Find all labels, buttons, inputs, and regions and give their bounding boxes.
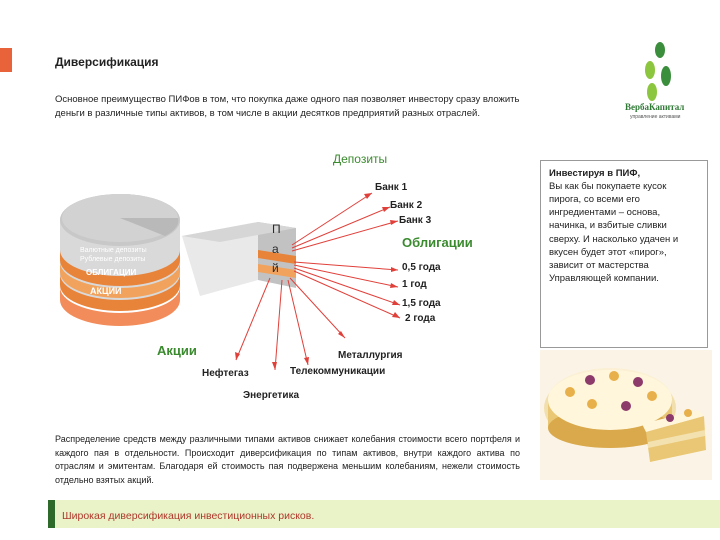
stock-sector: Телекоммуникации: [290, 366, 386, 377]
intro-text: Основное преимущество ПИФов в том, что п…: [55, 94, 520, 119]
cake-image: [540, 350, 712, 480]
pie-chart-graphic: [60, 194, 296, 326]
pie-layer-label: АКЦИИ: [90, 286, 122, 296]
stock-sector: Нефтегаз: [202, 368, 249, 379]
footer-conclusion: Широкая диверсификация инвестиционных ри…: [62, 510, 315, 522]
diversification-explanation: Распределение средств между различными т…: [55, 434, 520, 485]
logo-name: ВербаКапитал: [625, 102, 685, 112]
pie-layer-label: ОБЛИГАЦИИ: [86, 268, 137, 277]
deposits-heading: Депозиты: [333, 152, 388, 166]
title-accent-bar: [0, 48, 12, 72]
bond-item: 1 год: [402, 279, 427, 290]
stock-sector: Энергетика: [243, 390, 300, 401]
diagram-arrows: [235, 192, 401, 371]
pie-slice-letter: й: [272, 261, 279, 275]
slide-title: Диверсификация: [55, 55, 159, 69]
bonds-heading: Облигации: [402, 235, 473, 250]
pie-layer-label: Рублевые депозиты: [80, 256, 146, 263]
pie-analogy-text: Вы как бы покупаете кусок пирога, со все…: [549, 181, 679, 284]
deposit-item: Банк 2: [390, 200, 423, 211]
stock-sector: Металлургия: [338, 350, 403, 361]
pie-slice-letter: П: [272, 222, 281, 236]
deposit-item: Банк 1: [375, 182, 408, 193]
pie-layer-label: Валютные депозиты: [80, 247, 147, 254]
footer-bar: [55, 500, 720, 528]
pie-analogy-title: Инвестируя в ПИФ,: [549, 168, 641, 179]
pie-analogy-box: Инвестируя в ПИФ, Вы как бы покупаете ку…: [540, 160, 708, 348]
company-logo: [645, 42, 671, 101]
bond-item: 0,5 года: [402, 262, 441, 273]
stocks-heading: Акции: [157, 343, 197, 358]
bond-item: 2 года: [405, 313, 436, 324]
bond-item: 1,5 года: [402, 298, 441, 309]
footer-stripe: [48, 500, 55, 528]
logo-tagline: управление активами: [630, 114, 681, 120]
pie-slice-letter: а: [272, 242, 279, 256]
deposit-item: Банк 3: [399, 215, 432, 226]
